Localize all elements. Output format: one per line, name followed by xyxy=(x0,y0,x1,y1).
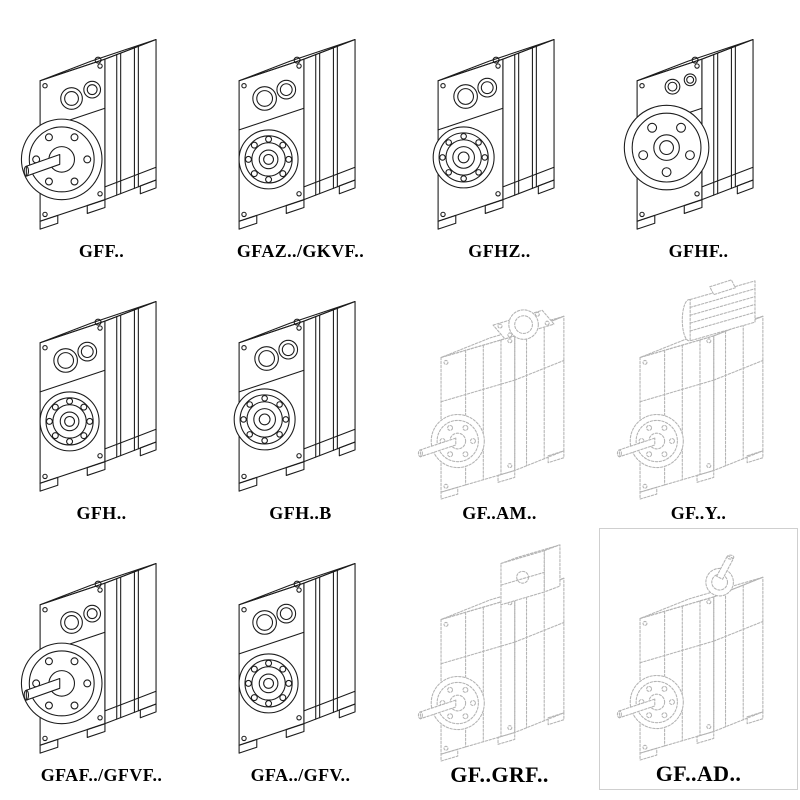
model-label: GFAZ../GKVF.. xyxy=(236,241,365,261)
gearbox-variant-icon xyxy=(617,555,762,760)
catalog-cell: GFHF.. xyxy=(599,4,798,266)
gearbox-variant-icon xyxy=(624,40,753,230)
catalog-cell: GFHZ.. xyxy=(400,4,599,266)
gearbox-drawing xyxy=(206,12,396,238)
gearbox-drawing xyxy=(206,274,396,500)
gearbox-drawing xyxy=(604,274,794,500)
gearbox-drawing xyxy=(206,536,396,762)
gearbox-drawing xyxy=(405,274,595,500)
catalog-cell: GFAZ../GKVF.. xyxy=(201,4,400,266)
catalog-cell: GFAF../GFVF.. xyxy=(2,528,201,790)
gearbox-variant-icon xyxy=(617,280,762,499)
gearbox-variant-icon xyxy=(418,310,563,499)
gearbox-drawing xyxy=(604,12,794,238)
catalog-cell: GFF.. xyxy=(2,4,201,266)
model-label: GF..Y.. xyxy=(670,503,727,523)
model-label: GFF.. xyxy=(78,241,125,261)
gearbox-variant-icon xyxy=(40,302,156,492)
model-label: GF..AD.. xyxy=(655,761,742,786)
gearbox-drawing xyxy=(7,274,197,500)
gearbox-variant-icon xyxy=(418,545,563,761)
model-label: GF..GRF.. xyxy=(450,762,549,787)
gearbox-drawing xyxy=(405,536,595,762)
gearbox-drawing xyxy=(7,12,197,238)
model-label: GF..AM.. xyxy=(462,503,537,523)
gearbox-variant-icon xyxy=(21,564,156,754)
gearbox-variant-icon xyxy=(433,40,554,230)
model-label: GFHF.. xyxy=(668,241,729,261)
model-label: GFAF../GFVF.. xyxy=(40,765,163,785)
catalog-cell: GFA../GFV.. xyxy=(201,528,400,790)
catalog-cell: GF..Y.. xyxy=(599,266,798,528)
gearbox-variant-icon xyxy=(239,564,355,754)
model-label: GFH.. xyxy=(76,503,127,523)
gearbox-variant-icon xyxy=(239,40,355,230)
catalog-grid: GFF.. GFAZ../GKVF.. GFHZ.. GFHF.. GFH.. … xyxy=(2,4,798,796)
gearbox-drawing xyxy=(604,535,794,761)
gearbox-variant-icon xyxy=(234,302,355,492)
gearbox-drawing xyxy=(405,12,595,238)
catalog-cell: GFH..B xyxy=(201,266,400,528)
catalog-cell: GF..GRF.. xyxy=(400,528,599,790)
catalog-cell: GFH.. xyxy=(2,266,201,528)
model-label: GFHZ.. xyxy=(468,241,531,261)
gearbox-drawing xyxy=(7,536,197,762)
gearbox-variant-icon xyxy=(21,40,156,230)
catalog-cell: GF..AM.. xyxy=(400,266,599,528)
model-label: GFA../GFV.. xyxy=(250,765,351,785)
catalog-cell: GF..AD.. xyxy=(599,528,798,790)
model-label: GFH..B xyxy=(269,503,332,523)
